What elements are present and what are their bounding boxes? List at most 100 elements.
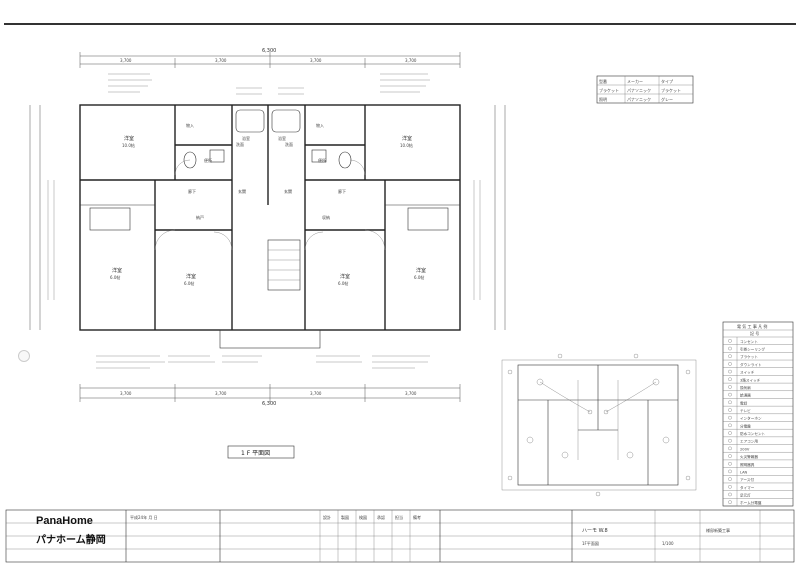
- tb-col-4: 担当: [395, 514, 403, 520]
- symbol-legend-icon: [728, 469, 732, 474]
- symbol-legend-icon: [728, 446, 732, 451]
- entry-porch: [219, 329, 321, 349]
- stair-treads: [268, 249, 300, 281]
- tb-owner: 様邸新築工事: [706, 527, 730, 533]
- symbol-legend-item: LAN: [740, 470, 748, 474]
- symbol-legend-icon: [728, 400, 732, 405]
- dim-sec-3: 3,700: [310, 58, 322, 63]
- symbol-legend-item: コンセント: [740, 339, 758, 344]
- symbol-legend-icon: [728, 392, 732, 397]
- room-left-wash: 洗面: [236, 141, 244, 147]
- symbol-legend-icon: [728, 346, 732, 351]
- symbol-legend-icon: [728, 408, 732, 412]
- symbol-legend-item: 火災警報器: [740, 454, 758, 459]
- symbol-legend-icon: [728, 369, 732, 374]
- legend-r2c2: グレー: [661, 96, 673, 102]
- room-right-upper-area: 10.0帖: [400, 142, 413, 148]
- annotation-blocks: [47, 73, 481, 369]
- room-left-entry: 玄関: [238, 188, 246, 194]
- dim-sec-b3: 3,700: [310, 391, 322, 396]
- symbol-legend-item: ホーム分電盤: [740, 500, 762, 505]
- room-left-lower-a-area: 6.0帖: [110, 274, 120, 280]
- room-right-lower-b: 洋室: [416, 267, 426, 274]
- legend-r2c0: 照明: [599, 97, 607, 102]
- kitchen-left: [89, 207, 131, 231]
- door-swings: [154, 159, 386, 251]
- room-right-lower-b-area: 6.0帖: [414, 274, 424, 280]
- tb-drawing: 1F平面図: [582, 541, 599, 546]
- dim-sec-1: 3,700: [120, 58, 132, 63]
- tb-scale: 1/100: [662, 541, 674, 546]
- symbol-legend-icon: [728, 354, 732, 359]
- symbol-legend-icon: [728, 415, 732, 420]
- room-left-lower-b-area: 6.0帖: [184, 280, 194, 286]
- room-left-upper-area: 10.0帖: [122, 142, 135, 148]
- top-bar: [0, 0, 800, 26]
- room-right-upper: 洋室: [402, 135, 412, 142]
- brand-logo-text: PanaHome: [36, 515, 93, 527]
- symbol-legend-item: エアコン用: [740, 439, 758, 444]
- symbol-legend-item: テレビ: [740, 408, 751, 413]
- symbol-legend-item: 足元灯: [740, 493, 751, 498]
- symbol-legend-item: 防水コンセント: [740, 431, 766, 436]
- symbol-legend-icon: [728, 431, 732, 435]
- room-left-closet: 物入: [186, 122, 194, 128]
- symbol-legend-icon: [728, 461, 732, 466]
- room-left-lower-a: 洋室: [112, 267, 122, 274]
- dim-sec-b1: 3,700: [120, 391, 132, 396]
- symbol-legend-icon: [728, 423, 732, 428]
- legend-r1c1: パナソニック: [627, 87, 651, 93]
- binder-hole: [18, 350, 30, 362]
- tb-col-1: 製図: [341, 514, 349, 520]
- symbol-legend-icon: [728, 492, 732, 497]
- room-right-bath: 浴室: [278, 135, 286, 141]
- room-right-wash: 洗面: [285, 141, 293, 147]
- dim-total-bottom: 6,300: [262, 401, 276, 407]
- symbol-legend-item: 200V: [740, 447, 750, 451]
- dim-ticks: [79, 52, 461, 402]
- room-left-toilet: 便所: [204, 157, 212, 163]
- tb-col-0: 設計: [323, 514, 331, 520]
- symbol-legend-icon: [728, 454, 732, 458]
- legend-r2c1: パナソニック: [627, 96, 651, 102]
- symbol-legend-icon: [728, 484, 732, 489]
- stair: [267, 239, 301, 291]
- dim-sec-b4: 3,700: [405, 391, 417, 396]
- symbol-legend-item: 照明器具: [740, 462, 755, 467]
- room-right-toilet: 便所: [318, 157, 326, 163]
- bathtub-right: [271, 109, 301, 133]
- symbol-legend-icon: [728, 438, 732, 443]
- symbol-legend-icon: [728, 477, 732, 481]
- company-name: パナホーム静岡: [36, 535, 106, 546]
- sink-left: [209, 149, 225, 163]
- room-left-lower-b: 洋室: [186, 273, 196, 280]
- kitchen-right: [407, 207, 449, 231]
- symbol-legend-subheader: 記 号: [750, 330, 759, 336]
- tb-col-5: 備考: [413, 514, 421, 520]
- room-left-hall: 廊下: [188, 188, 196, 194]
- room-right-storage: 収納: [322, 214, 330, 220]
- dim-sec-4: 3,700: [405, 58, 417, 63]
- legend-r1c2: ブラケット: [661, 87, 681, 93]
- symbol-legend-header: 電 気 工 事 凡 例: [737, 323, 767, 329]
- plan-title-box: [227, 445, 295, 459]
- symbol-legend-icon: [728, 377, 732, 382]
- symbol-legend-icon: [728, 385, 732, 389]
- symbol-legend-item: タイマー: [740, 485, 755, 490]
- top-rule: [4, 23, 796, 25]
- room-left-bath: 浴室: [242, 135, 250, 141]
- legend-r0c0: 型番: [599, 78, 607, 84]
- title-block: 平成24年 月 日 設計 製図 検図 承認 担当 備考 ハーモ W.8 1F平面…: [6, 510, 794, 562]
- symbol-legend-item: 給湯器: [740, 393, 751, 398]
- toilet-left: [183, 151, 197, 169]
- dim-total-top: 6,300: [262, 48, 276, 54]
- room-right-closet: 物入: [316, 122, 324, 128]
- symbol-legend-item: 分電盤: [740, 423, 751, 428]
- electrical-plan: [501, 353, 697, 497]
- toilet-right: [338, 151, 352, 169]
- tb-project: ハーモ W.8: [582, 528, 608, 534]
- dim-sec-b2: 3,700: [215, 391, 227, 396]
- symbol-legend-icon: [728, 339, 732, 343]
- dim-sec-2: 3,700: [215, 58, 227, 63]
- symbol-legend-icon: [728, 500, 732, 504]
